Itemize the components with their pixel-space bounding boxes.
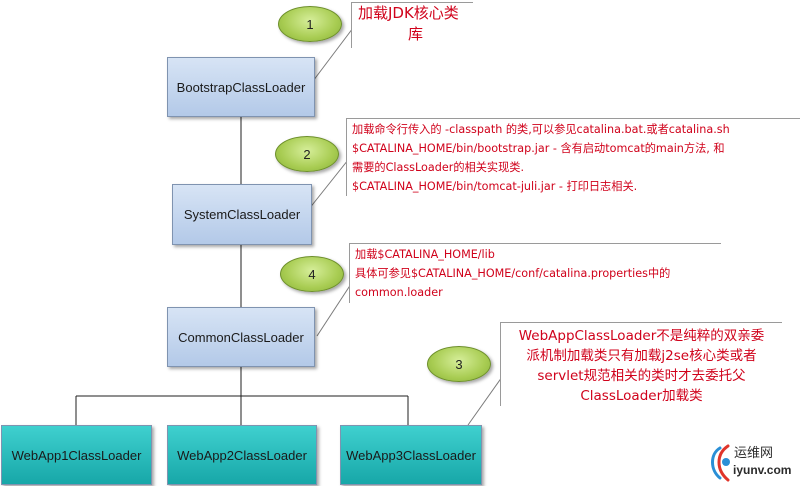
note-line: ClassLoader加载类	[580, 388, 703, 404]
note-line: servlet规范相关的类时才去委托父	[537, 368, 746, 384]
note-1: 加载JDK核心类 库	[351, 2, 473, 48]
note2-pointer	[304, 159, 349, 215]
note4-pointer	[316, 283, 352, 337]
callout-bubble-2: 2	[275, 136, 339, 172]
bubble-number: 3	[455, 356, 463, 372]
node-label: WebApp2ClassLoader	[177, 447, 307, 463]
node-label: CommonClassLoader	[178, 329, 304, 345]
callout-bubble-1: 1	[278, 6, 342, 42]
node-label: WebApp3ClassLoader	[346, 447, 476, 463]
note-line: $CATALINA_HOME/bin/tomcat-juli.jar - 打印日…	[352, 180, 638, 193]
bubble-number: 2	[303, 146, 311, 162]
note-line: 派机制加载类只有加载j2se核心类或者	[526, 348, 757, 364]
node-label: BootstrapClassLoader	[176, 79, 306, 95]
note-line: 加载JDK核心类	[358, 4, 459, 22]
note-line: 加载命令行传入的 -classpath 的类,可以参见catalina.bat.…	[352, 123, 730, 136]
system-classloader-node: SystemClassLoader	[172, 184, 312, 245]
note-line: common.loader	[355, 286, 443, 299]
webapp2-classloader-node: WebApp2ClassLoader	[167, 425, 317, 485]
bubble-number: 1	[306, 16, 314, 32]
note-4: 加载$CATALINA_HOME/lib 具体可参见$CATALINA_HOME…	[349, 243, 721, 303]
common-classloader-node: CommonClassLoader	[167, 307, 315, 367]
note-line: 具体可参见$CATALINA_HOME/conf/catalina.proper…	[355, 267, 671, 280]
note1-pointer	[306, 23, 357, 90]
callout-bubble-4: 4	[280, 256, 344, 292]
note3-pointer	[467, 376, 503, 426]
node-label: SystemClassLoader	[183, 207, 301, 222]
webapp1-classloader-node: WebApp1ClassLoader	[1, 425, 152, 485]
note-line: WebAppClassLoader不是纯粹的双亲委	[518, 328, 765, 344]
watermark-url: iyunv.com	[733, 463, 792, 477]
bubble-number: 4	[308, 266, 316, 282]
note-line: 加载$CATALINA_HOME/lib	[355, 248, 495, 261]
note-2: 加载命令行传入的 -classpath 的类,可以参见catalina.bat.…	[346, 118, 800, 196]
node-label: WebApp1ClassLoader	[11, 447, 142, 463]
watermark-logo-icon	[711, 444, 730, 482]
note-3: WebAppClassLoader不是纯粹的双亲委 派机制加载类只有加载j2se…	[500, 322, 782, 406]
watermark-name: 运维网	[734, 446, 774, 461]
webapp3-classloader-node: WebApp3ClassLoader	[340, 425, 482, 485]
note-line: $CATALINA_HOME/bin/bootstrap.jar - 含有启动t…	[352, 142, 725, 155]
note-line: 需要的ClassLoader的相关实现类.	[352, 161, 524, 174]
note-line: 库	[408, 25, 424, 43]
callout-bubble-3: 3	[427, 346, 491, 382]
bootstrap-classloader-node: BootstrapClassLoader	[167, 57, 315, 117]
